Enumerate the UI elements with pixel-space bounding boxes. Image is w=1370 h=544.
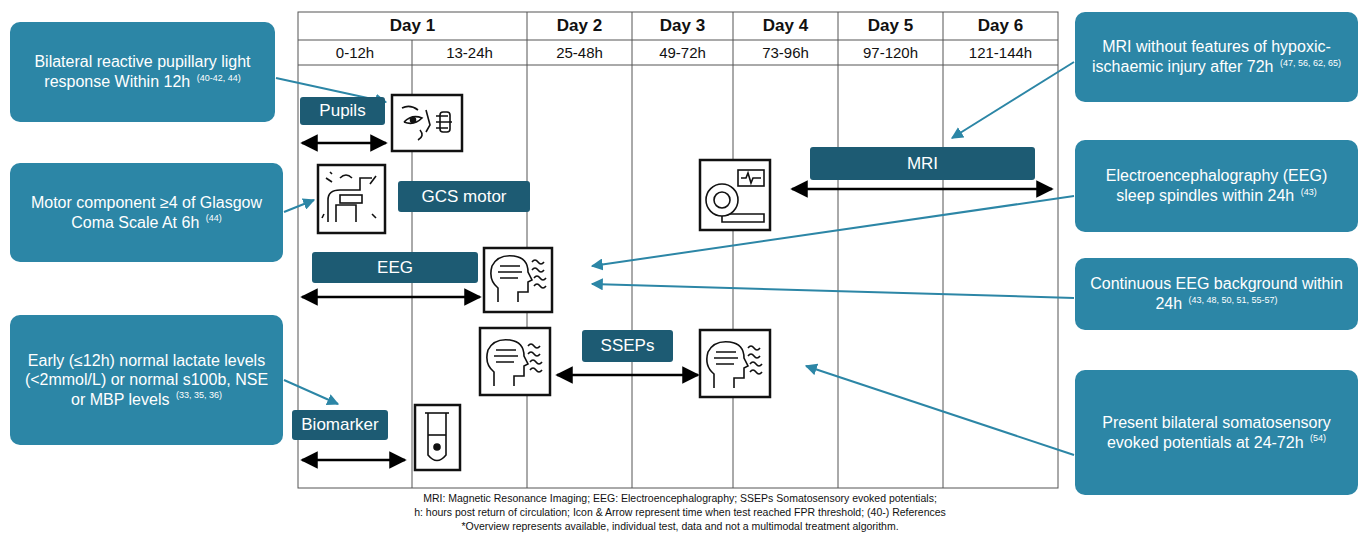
time-header: 13-24h xyxy=(446,44,493,61)
box-text: MRI xyxy=(907,154,938,173)
box-text: Motor component ≥4 of Glasgow Coma Scale… xyxy=(31,194,262,231)
timeline-grid xyxy=(298,12,1058,488)
box-text: GCS motor xyxy=(421,187,506,207)
box-text: Continuous EEG background within 24h xyxy=(1090,275,1343,312)
finding-callout: Bilateral reactive pupillary light respo… xyxy=(10,22,275,122)
box-text: Pupils xyxy=(319,101,365,120)
day-header: Day 2 xyxy=(557,16,602,36)
test-label: Pupils xyxy=(300,97,385,125)
footnote: MRI: Magnetic Resonance Imaging; EEG: El… xyxy=(423,492,937,504)
time-header: 25-48h xyxy=(556,44,603,61)
box-text: Early (≤12h) normal lactate levels (<2mm… xyxy=(20,351,273,410)
footnote: *Overview represents available, individu… xyxy=(461,520,898,532)
box-text: MRI without features of hypoxic-ischaemi… xyxy=(1092,38,1331,75)
time-header: 49-72h xyxy=(659,44,706,61)
box-text: Bilateral reactive pupillary light respo… xyxy=(34,53,250,90)
box-text: Bilateral reactive pupillary light respo… xyxy=(20,52,265,91)
time-header: 97-120h xyxy=(863,44,918,61)
box-text: SSEPs xyxy=(601,336,655,355)
finding-callout: Continuous EEG background within 24h (43… xyxy=(1075,258,1358,330)
time-header: 0-12h xyxy=(336,44,374,61)
time-header: 121-144h xyxy=(969,44,1032,61)
box-text: Motor component ≥4 of Glasgow Coma Scale… xyxy=(20,193,273,232)
test-label: MRI xyxy=(810,147,1035,180)
day-header: Day 6 xyxy=(978,16,1023,36)
test-label: Biomarker xyxy=(292,410,388,440)
box-text: Electroencephalography (EEG) sleep spind… xyxy=(1085,166,1348,205)
box-text: Early (≤12h) normal lactate levels (<2mm… xyxy=(25,352,268,408)
test-label: SSEPs xyxy=(582,330,673,362)
reference-numbers: (43) xyxy=(1301,187,1317,197)
day-header: Day 3 xyxy=(660,16,705,36)
finding-callout: Electroencephalography (EEG) sleep spind… xyxy=(1075,140,1358,232)
box-text: Present bilateral somatosensory evoked p… xyxy=(1102,414,1331,451)
reference-numbers: (33, 35, 36) xyxy=(176,390,222,400)
day-header: Day 1 xyxy=(390,16,435,36)
finding-callout: Present bilateral somatosensory evoked p… xyxy=(1075,370,1358,495)
finding-callout: Motor component ≥4 of Glasgow Coma Scale… xyxy=(10,163,283,262)
box-text: Biomarker xyxy=(301,415,378,434)
box-text: Electroencephalography (EEG) sleep spind… xyxy=(1106,167,1327,204)
box-text: Continuous EEG background within 24h (43… xyxy=(1085,274,1348,313)
box-text: EEG xyxy=(377,258,413,278)
reference-numbers: (54) xyxy=(1310,433,1326,443)
reference-numbers: (43, 48, 50, 51, 55-57) xyxy=(1189,295,1278,305)
reference-numbers: (47, 56, 62, 65) xyxy=(1280,58,1341,68)
leader-lines xyxy=(276,62,1074,455)
box-text: EEG xyxy=(377,258,413,277)
reference-numbers: (44) xyxy=(206,213,222,223)
finding-callout: MRI without features of hypoxic-ischaemi… xyxy=(1075,12,1358,102)
reference-numbers: (40-42, 44) xyxy=(197,73,241,83)
test-label: EEG xyxy=(312,252,478,283)
box-text: Biomarker xyxy=(301,415,378,435)
box-text: Present bilateral somatosensory evoked p… xyxy=(1085,413,1348,452)
time-header: 73-96h xyxy=(762,44,809,61)
day-header: Day 4 xyxy=(763,16,808,36)
box-text: MRI xyxy=(907,154,938,174)
test-label: GCS motor xyxy=(398,181,530,212)
footnote: h: hours post return of circulation; Ico… xyxy=(414,506,946,518)
box-text: Pupils xyxy=(319,101,365,121)
box-text: SSEPs xyxy=(601,336,655,356)
day-header: Day 5 xyxy=(868,16,913,36)
box-text: GCS motor xyxy=(421,187,506,206)
finding-callout: Early (≤12h) normal lactate levels (<2mm… xyxy=(10,315,283,445)
box-text: MRI without features of hypoxic-ischaemi… xyxy=(1085,37,1348,76)
